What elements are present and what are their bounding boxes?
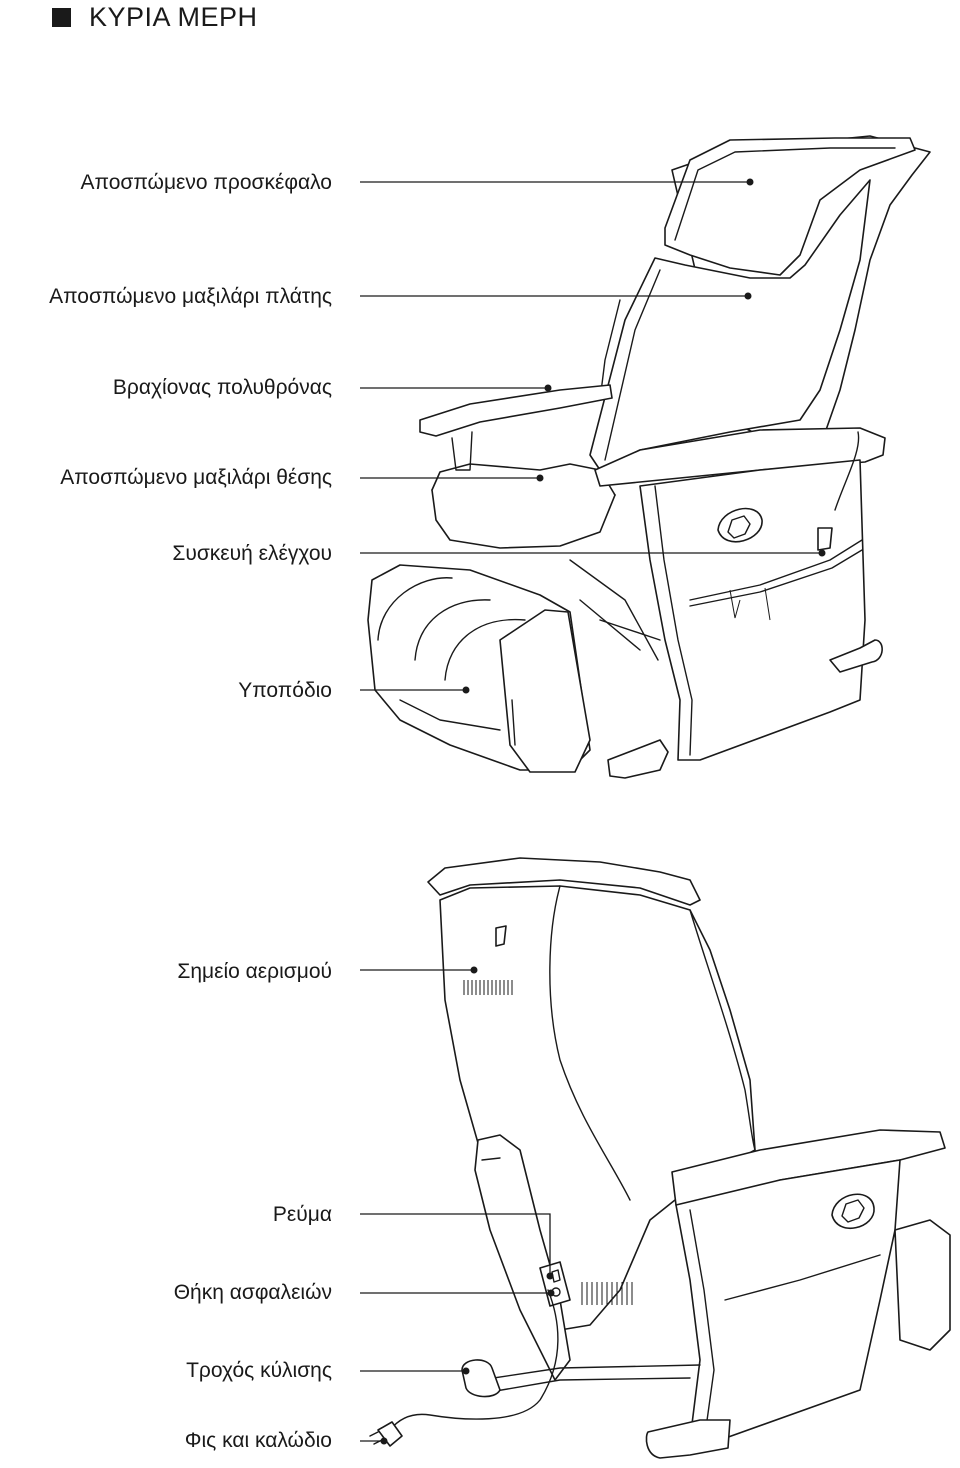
back-chair-illustration [369,857,951,1459]
front-chair-illustration [367,135,931,779]
label-footrest: Υποπόδιο [238,679,332,702]
section-title: ΚΥΡΙΑ ΜΕΡΗ [89,1,258,32]
label-armrest: Βραχίονας πολυθρόνας [112,376,332,399]
label-detachable-seat-cushion: Αποσπώμενο μαξιλάρι θέσης [60,466,332,489]
label-plug-and-cord: Φις και καλώδιο [184,1429,332,1452]
label-controller: Συσκευή ελέγχου [172,542,332,565]
label-caster-wheel: Τροχός κύλισης [186,1359,332,1382]
back-leader-lines [360,966,555,1445]
air-vent-grille [462,978,516,996]
label-fuse-box: Θήκη ασφαλειών [173,1281,332,1304]
label-power: Ρεύμα [272,1203,332,1226]
section-heading: ΚΥΡΙΑ ΜΕΡΗ [52,0,258,34]
square-bullet-icon [52,7,71,27]
label-detachable-back-cushion: Αποσπώμενο μαξιλάρι πλάτης [49,285,332,308]
label-air-vent: Σημείο αερισμού [177,960,332,983]
label-detachable-headrest: Αποσπώμενο προσκέφαλο [80,171,332,194]
front-leader-lines [360,178,826,694]
